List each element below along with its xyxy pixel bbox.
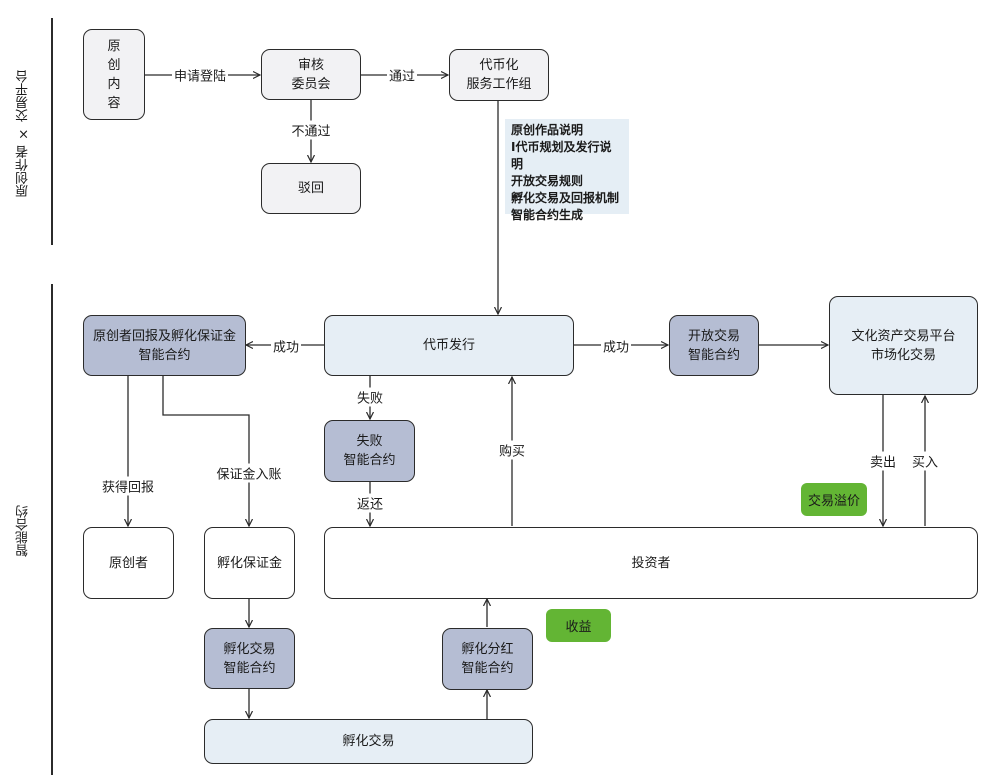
- label-pass: 通过: [386, 65, 418, 85]
- node-tokenization-group[interactable]: 代币化 服务工作组: [449, 49, 549, 101]
- node-investor[interactable]: 投资者: [324, 527, 978, 599]
- lane-divider-bottom: [51, 284, 53, 775]
- node-original-content[interactable]: 原 创 内 容: [83, 29, 145, 120]
- node-failure-contract[interactable]: 失败 智能合约: [324, 420, 415, 482]
- label-success-right: 成功: [600, 336, 632, 356]
- node-creator[interactable]: 原创者: [83, 527, 174, 599]
- node-open-trading-contract[interactable]: 开放交易 智能合约: [669, 315, 759, 376]
- edge-deposit-credited: [162, 376, 249, 526]
- node-review-committee[interactable]: 审核 委员会: [261, 49, 361, 100]
- badge-revenue: 收益: [546, 609, 611, 642]
- node-incubation-trading[interactable]: 孵化交易: [204, 719, 533, 764]
- label-get-return: 获得回报: [99, 476, 157, 496]
- label-not-pass: 不通过: [289, 120, 333, 140]
- label-refund: 返还: [354, 493, 386, 513]
- label-deposit-credited: 保证金入账: [214, 463, 284, 483]
- label-sell: 卖出: [867, 451, 899, 471]
- node-token-issuance[interactable]: 代币发行: [324, 315, 574, 376]
- label-apply-register: 申请登陆: [171, 65, 229, 85]
- node-incubation-deposit[interactable]: 孵化保证金: [204, 527, 295, 599]
- label-success-left: 成功: [270, 336, 302, 356]
- node-rejected[interactable]: 驳回: [261, 163, 361, 214]
- badge-trade-premium: 交易溢价: [801, 483, 867, 516]
- lane-divider-top: [51, 18, 53, 245]
- node-incubation-dividend-contract[interactable]: 孵化分红 智能合约: [442, 628, 533, 690]
- label-purchase: 购买: [496, 440, 528, 460]
- label-buy: 买入: [909, 451, 941, 471]
- node-return-deposit-contract[interactable]: 原创者回报及孵化保证金 智能合约: [83, 315, 246, 376]
- node-incubation-trading-contract[interactable]: 孵化交易 智能合约: [204, 628, 295, 689]
- tokenization-requirements-note: 原创作品说明 I代币规划及发行说明 开放交易规则 孵化交易及回报机制 智能合约生…: [505, 119, 629, 222]
- label-failure: 失败: [354, 387, 386, 407]
- node-market-platform[interactable]: 文化资产交易平台 市场化交易: [829, 296, 978, 395]
